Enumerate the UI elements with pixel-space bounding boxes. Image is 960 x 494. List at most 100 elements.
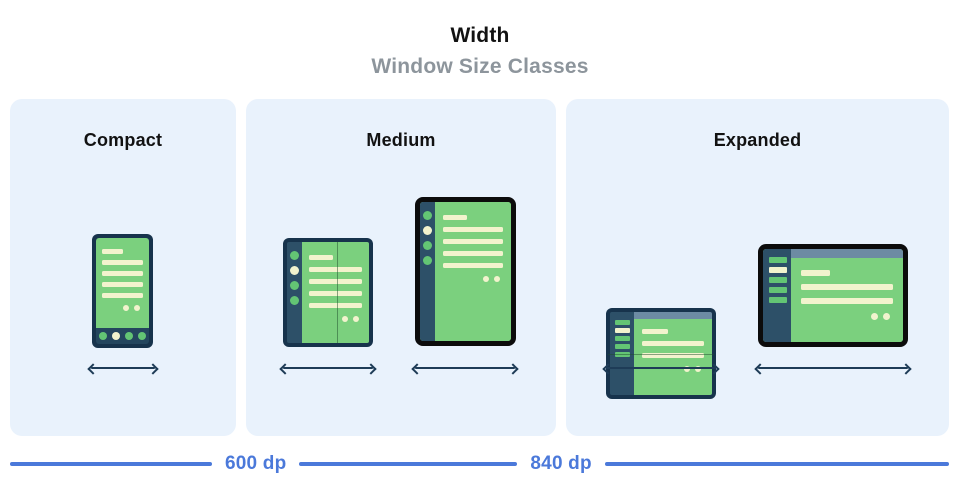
content-line: [309, 303, 362, 308]
diagram-subtitle: Window Size Classes: [371, 55, 589, 78]
device-screen: [791, 258, 903, 342]
panel-medium: Medium: [246, 99, 556, 436]
rail-dot: [290, 296, 299, 305]
content-line: [443, 227, 503, 232]
foldable-screen: [302, 242, 369, 343]
desktop-illustration: [758, 244, 908, 347]
phone-illustration: [92, 234, 153, 348]
diagram-header: Width Window Size Classes: [0, 24, 960, 79]
nav-rail: [287, 242, 302, 343]
rail-bar: [615, 352, 630, 357]
phone-navbar: [96, 328, 149, 344]
device-main-area: [634, 312, 712, 395]
content-line: [443, 251, 503, 256]
fold-line: [608, 353, 714, 355]
content-line: [309, 279, 362, 284]
content-line: [102, 282, 143, 287]
content-dots: [801, 313, 893, 320]
rail-dot: [423, 211, 432, 220]
rail-dot: [423, 256, 432, 265]
width-arrow: [88, 361, 158, 375]
content-line: [801, 298, 893, 304]
content-line: [309, 267, 362, 272]
content-dot: [883, 313, 890, 320]
content-line: [102, 271, 143, 276]
navbar-dot: [99, 332, 107, 340]
arrow-shaft: [91, 367, 155, 369]
panel-expanded: Expanded: [566, 99, 949, 436]
rail-bar: [769, 287, 787, 293]
content-line: [801, 270, 831, 276]
panel-expanded-title: Expanded: [713, 130, 802, 150]
content-dot: [134, 305, 140, 311]
ruler-segment: [604, 462, 949, 466]
breakpoint-840dp-label: 840 dp: [530, 453, 592, 474]
fold-line: [336, 242, 338, 343]
rail-bar: [769, 267, 787, 273]
ruler-segment: [299, 462, 518, 466]
content-line: [642, 353, 704, 358]
diagram-title: Width: [450, 24, 510, 47]
content-line: [443, 263, 503, 268]
rail-bar: [615, 328, 630, 333]
width-arrow: [755, 361, 911, 375]
navbar-dot: [112, 332, 120, 340]
navbar-dot: [125, 332, 133, 340]
content-dot: [494, 276, 500, 282]
content-line: [309, 291, 362, 296]
arrow-shaft: [606, 367, 716, 369]
sidebar-rail: [763, 249, 791, 342]
rail-bar: [615, 344, 630, 349]
rail-bar: [769, 257, 787, 263]
content-line: [309, 255, 334, 260]
width-arrow: [280, 361, 376, 375]
content-line: [642, 329, 669, 334]
width-arrow: [412, 361, 518, 375]
nav-rail: [420, 202, 435, 341]
tablet-portrait-illustration: [415, 197, 516, 346]
rail-dot: [290, 266, 299, 275]
panel-medium-title: Medium: [366, 130, 436, 150]
content-dot: [342, 316, 348, 322]
app-topbar: [791, 249, 903, 258]
foldable-landscape-illustration: [606, 308, 716, 399]
device-screen: [634, 319, 712, 395]
tablet-screen: [435, 202, 511, 341]
rail-bar: [615, 320, 630, 325]
breakpoint-600dp-label: 600 dp: [225, 453, 287, 474]
content-line: [102, 249, 124, 254]
content-dot: [123, 305, 129, 311]
content-dots: [443, 276, 503, 282]
arrow-shaft: [415, 367, 515, 369]
rail-bar: [769, 297, 787, 303]
content-line: [102, 260, 143, 265]
arrow-shaft: [283, 367, 373, 369]
content-line: [801, 284, 893, 290]
content-line: [443, 239, 503, 244]
arrow-shaft: [758, 367, 908, 369]
content-line: [102, 293, 143, 298]
content-dots: [309, 316, 362, 322]
dp-breakpoint-ruler: 600 dp 840 dp: [10, 452, 949, 476]
rail-bar: [769, 277, 787, 283]
rail-dot: [423, 226, 432, 235]
phone-screen: [96, 238, 149, 328]
content-dot: [353, 316, 359, 322]
ruler-segment: [10, 462, 212, 466]
content-dots: [102, 305, 143, 311]
rail-dot: [423, 241, 432, 250]
app-topbar: [634, 312, 712, 319]
content-dot: [871, 313, 878, 320]
panel-compact: Compact: [10, 99, 236, 436]
content-line: [642, 341, 704, 346]
rail-dot: [290, 251, 299, 260]
width-arrow: [603, 361, 719, 375]
device-main-area: [791, 249, 903, 342]
foldable-portrait-illustration: [283, 238, 373, 347]
content-dot: [483, 276, 489, 282]
rail-bar: [615, 336, 630, 341]
panel-compact-title: Compact: [83, 130, 163, 150]
rail-dot: [290, 281, 299, 290]
navbar-dot: [138, 332, 146, 340]
